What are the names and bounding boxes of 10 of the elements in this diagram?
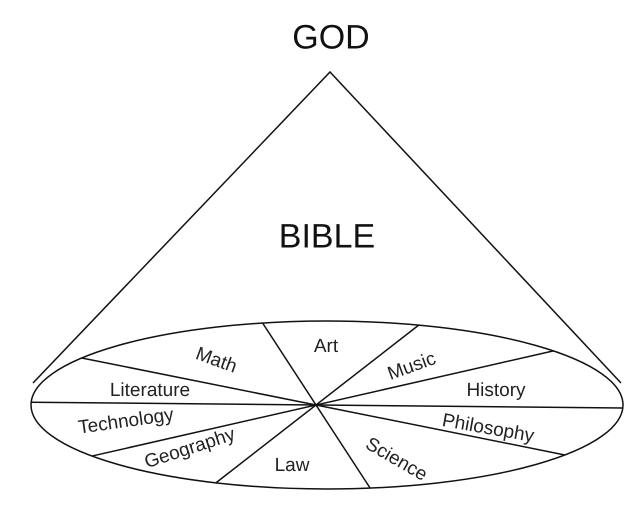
sector-label: Philosophy [440, 410, 536, 448]
sector-label: Math [192, 343, 240, 379]
sector-label: Literature [110, 380, 190, 402]
sector-label: History [466, 380, 526, 402]
heading-text: GOD [292, 18, 370, 58]
cone-title: BIBLE [278, 218, 376, 256]
sector-label: Music [384, 348, 440, 386]
sector-label: Law [274, 455, 310, 477]
disc-drawing [30, 320, 624, 492]
sector-label: Art [314, 336, 338, 358]
